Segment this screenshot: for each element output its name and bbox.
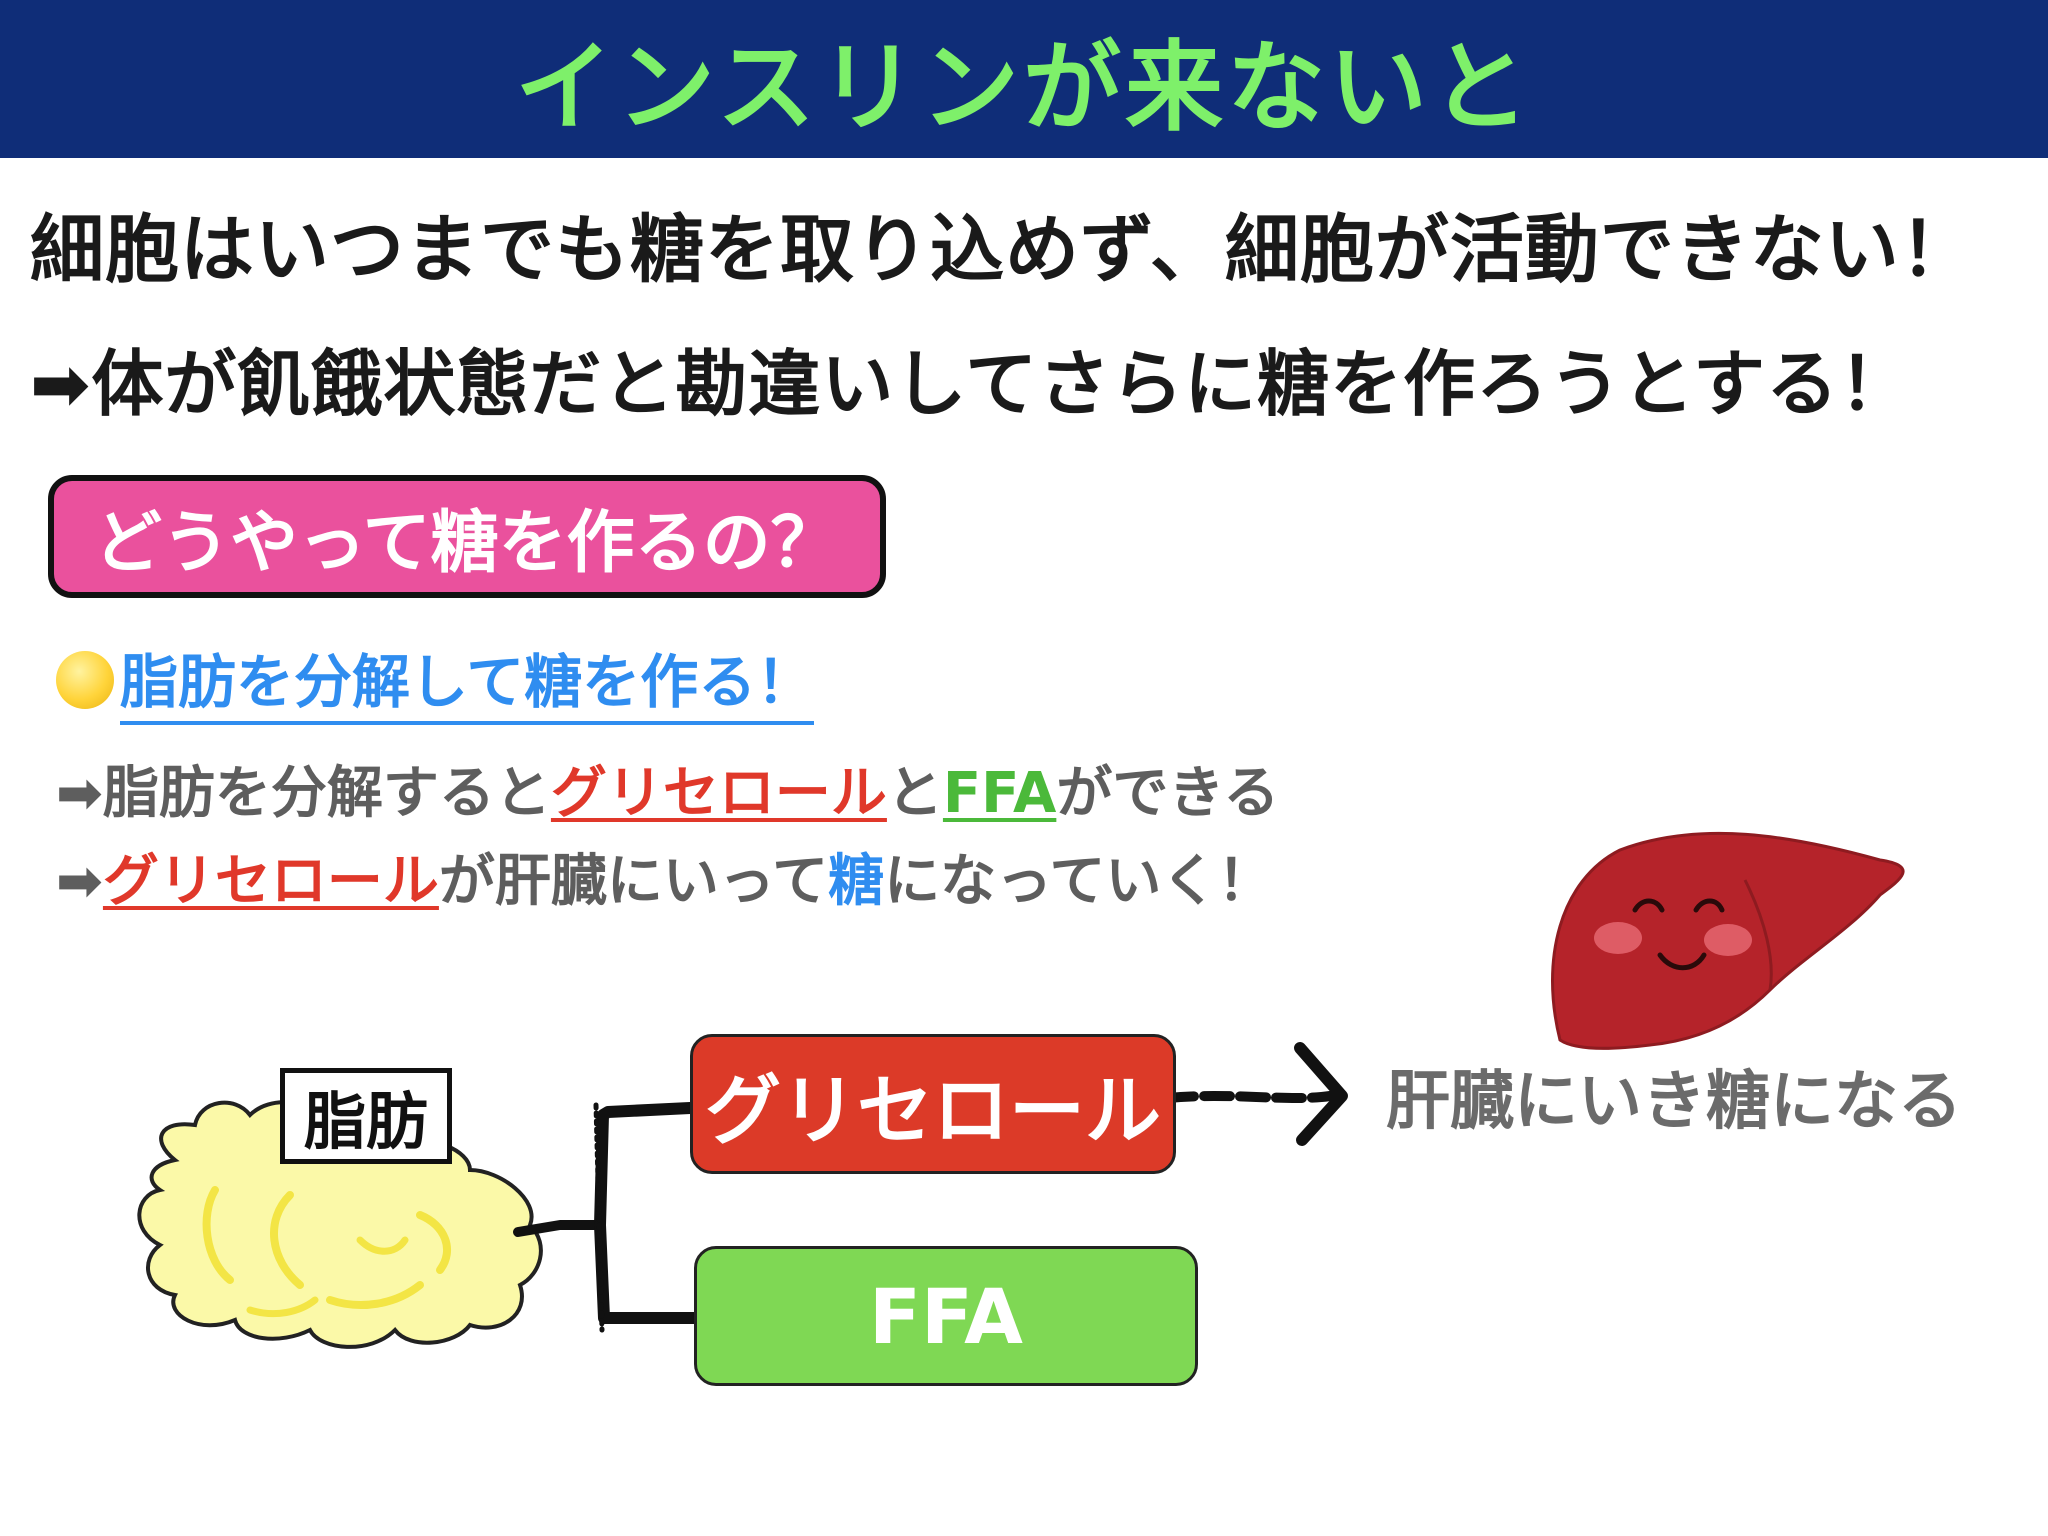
statement-line-1: 細胞はいつまでも糖を取り込めず、細胞が活動できない！	[30, 207, 1975, 293]
glycerol-box: グリセロール	[690, 1034, 1176, 1174]
bullet-line-1: ➡脂肪を分解するとグリセロールとFFAができる	[56, 748, 1279, 829]
bullet1-ffa: FFA	[942, 761, 1057, 826]
fat-label-text: 脂肪	[303, 1085, 428, 1158]
fat-label: 脂肪	[280, 1068, 452, 1164]
ffa-box: FFA	[694, 1246, 1198, 1386]
arrow-to-liver	[1163, 1042, 1348, 1146]
bullet2-middle: が肝臓にいって	[438, 849, 829, 914]
connector-lines	[513, 1102, 700, 1333]
bullet-line-2: ➡グリセロールが肝臓にいって糖になっていく！	[56, 836, 1273, 917]
question-box: どうやって糖を作るの？	[48, 475, 886, 598]
bullet2-glycerol: グリセロール	[102, 849, 439, 914]
bullet1-glycerol: グリセロール	[550, 761, 887, 826]
subheading-text: 脂肪を分解して糖を作る！	[120, 635, 815, 725]
page-title: インスリンが来ないと	[514, 31, 1534, 145]
title-bar: インスリンが来ないと	[0, 0, 2048, 158]
smiling-liver-illustration	[1551, 831, 1905, 1050]
liver-caption: 肝臓にいき糖になる	[1386, 1065, 1962, 1139]
yellow-circle-icon	[56, 651, 114, 709]
bullet2-prefix: ➡	[56, 849, 103, 914]
bullet2-sugar: 糖	[828, 849, 885, 914]
subheading: 脂肪を分解して糖を作る！	[56, 648, 815, 725]
ffa-box-text: FFA	[869, 1271, 1023, 1361]
bullet2-suffix: になっていく！	[884, 849, 1274, 914]
bullet1-and: と	[886, 761, 943, 826]
statement-line-2: ➡体が飢餓状態だと勘違いしてさらに糖を作ろうとする！	[30, 342, 1913, 426]
question-text: どうやって糖を作るの？	[94, 504, 839, 583]
bullet1-prefix: ➡脂肪を分解すると	[56, 761, 551, 826]
bullet1-suffix: ができる	[1056, 761, 1280, 826]
glycerol-box-text: グリセロール	[705, 1066, 1161, 1155]
